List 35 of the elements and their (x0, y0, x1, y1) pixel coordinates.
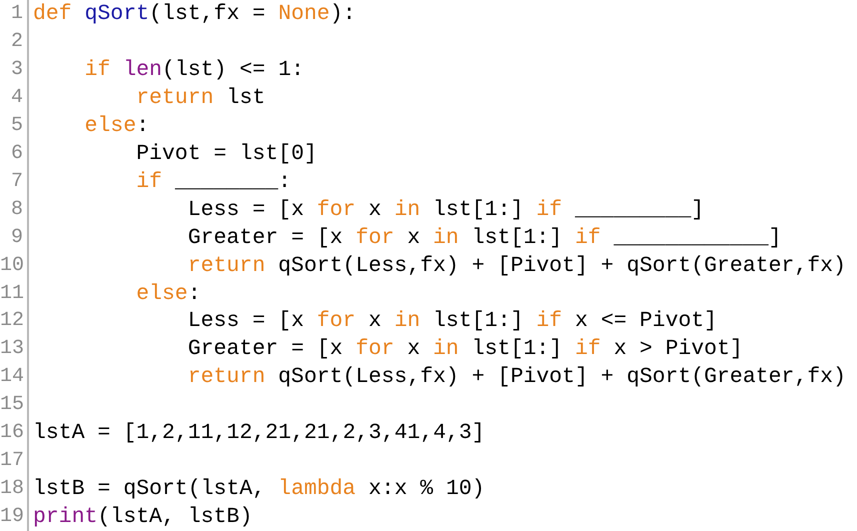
line-number: 13 (0, 336, 23, 362)
code-line: if ________: (135, 168, 292, 196)
line-number: 7 (10, 168, 23, 195)
code-line: if len(lst) <= 1: (84, 56, 304, 84)
code-line: return qSort(Less,fx) + [Pivot] + qSort(Greater,fx) (186, 364, 846, 392)
line-number: 17 (0, 448, 23, 474)
line-number: 5 (10, 112, 23, 139)
code-line: Less = [x for x in lst[1:] if x <= Pivot] (186, 308, 717, 336)
line-number: 15 (0, 392, 23, 418)
line-number: 12 (0, 308, 23, 334)
line-number: 11 (0, 280, 23, 306)
code-line: return lst (135, 84, 266, 112)
line-number: 16 (0, 420, 23, 446)
code-line: else: (135, 280, 201, 308)
code-line: Greater = [x for x in lst[1:] if ____________] (186, 224, 782, 252)
code-line: Greater = [x for x in lst[1:] if x > Pivot] (186, 336, 743, 364)
line-number: 8 (10, 196, 23, 223)
code-line: Pivot = lst[0] (135, 140, 317, 168)
code-line: def qSort(lst,fx = None): (33, 1, 356, 28)
code-line: print(lstA, lstB) (33, 504, 252, 531)
code-line: Less = [x for x in lst[1:] if _________] (186, 196, 704, 224)
code-line: return qSort(Less,fx) + [Pivot] + qSort(Greater,fx) (186, 252, 846, 280)
line-number: 2 (10, 28, 23, 55)
line-number: 14 (0, 364, 23, 390)
line-number: 18 (0, 476, 23, 502)
code-line: lstB = qSort(lstA, lambda x:x % 10) (33, 476, 485, 504)
line-number: 1 (10, 1, 23, 27)
line-number: 6 (10, 140, 23, 167)
line-number: 3 (10, 56, 23, 83)
line-number: 10 (0, 252, 23, 279)
line-number: 4 (10, 84, 23, 111)
line-number: 19 (0, 504, 23, 530)
code-line: else: (84, 112, 150, 140)
line-number: 9 (10, 224, 23, 251)
code-line: lstA = [1,2,11,12,21,21,2,3,41,4,3] (33, 420, 485, 448)
